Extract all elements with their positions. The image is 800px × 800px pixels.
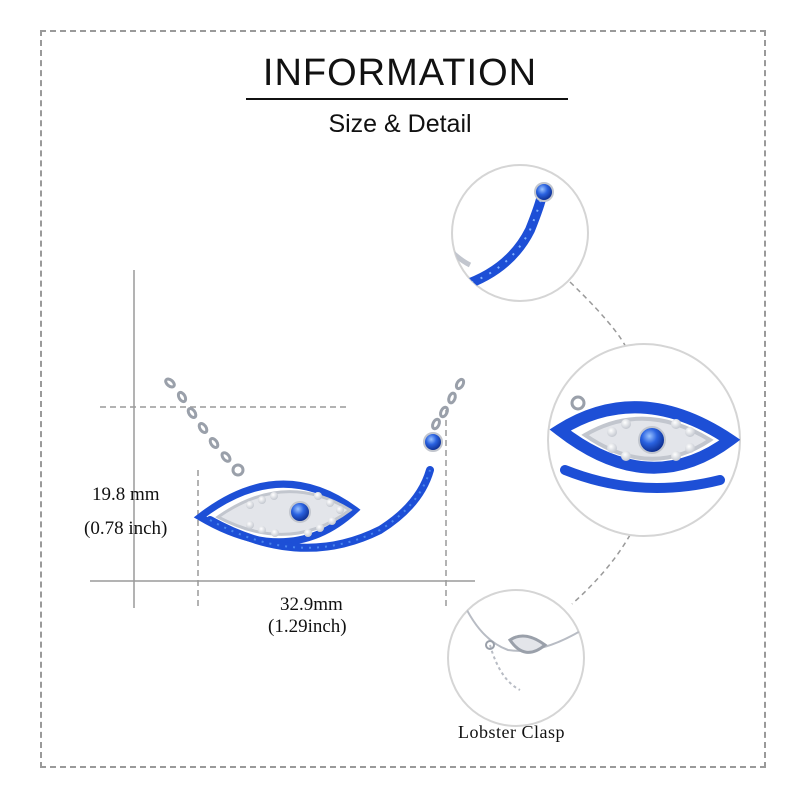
- height-inch-label: (0.78 inch): [84, 518, 168, 539]
- width-mm-label: 32.9mm: [280, 594, 343, 615]
- detail-circle-middle: [547, 343, 741, 537]
- detail-circle-top: [451, 164, 589, 302]
- width-inch-label: (1.29inch): [268, 616, 347, 637]
- dashed-frame: [40, 30, 766, 768]
- measurement-guides: [90, 270, 475, 610]
- detail-circle-bottom: [447, 589, 585, 727]
- lobster-clasp-label: Lobster Clasp: [458, 722, 565, 742]
- title-underline: [246, 98, 568, 100]
- height-mm-label: 19.8 mm: [92, 484, 160, 505]
- pendant-main: [164, 377, 466, 552]
- page-subtitle: Size & Detail: [328, 110, 472, 138]
- page-title: INFORMATION: [262, 52, 538, 94]
